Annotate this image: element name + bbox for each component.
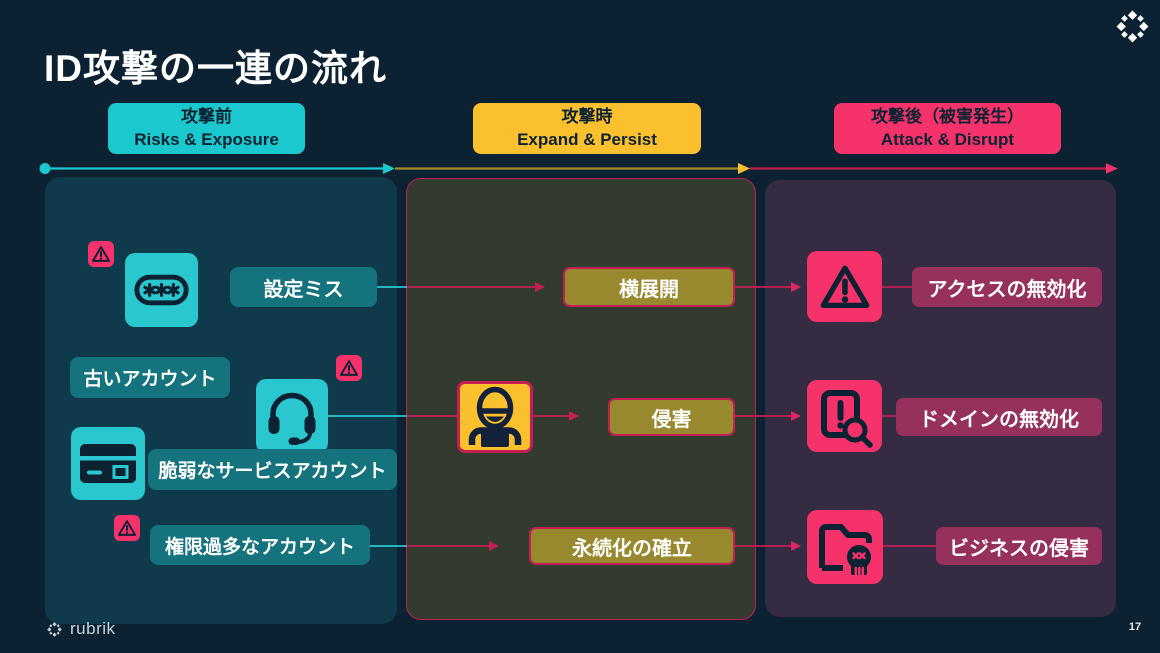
- brand-text: rubrik: [70, 619, 116, 638]
- phase-post-en: Attack & Disrupt: [880, 129, 1015, 149]
- label-misconfiguration: 設定ミス: [230, 267, 377, 307]
- label-lateral-movement: 横展開: [563, 267, 735, 307]
- headset-icon: [256, 379, 328, 453]
- label-old-accounts: 古いアカウント: [70, 357, 230, 398]
- label-compromise: 侵害: [608, 398, 735, 436]
- alert-triangle-icon: [807, 251, 882, 322]
- phase-pill-pre-attack: 攻撃前 Risks & Exposure: [108, 103, 305, 154]
- rubrik-logo: rubrik: [46, 619, 116, 639]
- folder-skull-icon: [807, 510, 883, 584]
- page-number: 17: [1128, 621, 1142, 633]
- phase-pre-jp: 攻撃前: [181, 107, 232, 127]
- document-alert-search-icon: [807, 380, 882, 452]
- label-weak-service-accounts: 脆弱なサービスアカウント: [148, 449, 397, 490]
- label-business-compromise: ビジネスの侵害: [936, 527, 1102, 565]
- phase-pill-during-attack: 攻撃時 Expand & Persist: [473, 103, 701, 154]
- rubrik-mark-icon: [1116, 10, 1149, 43]
- password-icon: [125, 253, 198, 327]
- page-title: ID攻撃の一連の流れ: [44, 48, 387, 89]
- phase-pill-post-attack: 攻撃後（被害発生） Attack & Disrupt: [834, 103, 1061, 154]
- label-persistence: 永続化の確立: [529, 527, 735, 565]
- warning-triangle-icon: [336, 355, 362, 381]
- phase-pre-en: Risks & Exposure: [134, 129, 279, 149]
- warning-triangle-icon: [114, 515, 140, 541]
- label-overprivileged-accounts: 権限過多なアカウント: [150, 525, 370, 565]
- hacker-icon: [457, 381, 533, 453]
- phase-during-jp: 攻撃時: [561, 107, 613, 127]
- rubrik-mark-icon: [47, 621, 62, 637]
- label-disable-domain: ドメインの無効化: [896, 398, 1102, 436]
- phase-post-jp: 攻撃後（被害発生）: [871, 107, 1024, 127]
- label-disable-access: アクセスの無効化: [912, 267, 1102, 307]
- phase-during-en: Expand & Persist: [517, 129, 657, 149]
- credit-card-icon: [71, 427, 145, 500]
- warning-triangle-icon: [88, 241, 114, 267]
